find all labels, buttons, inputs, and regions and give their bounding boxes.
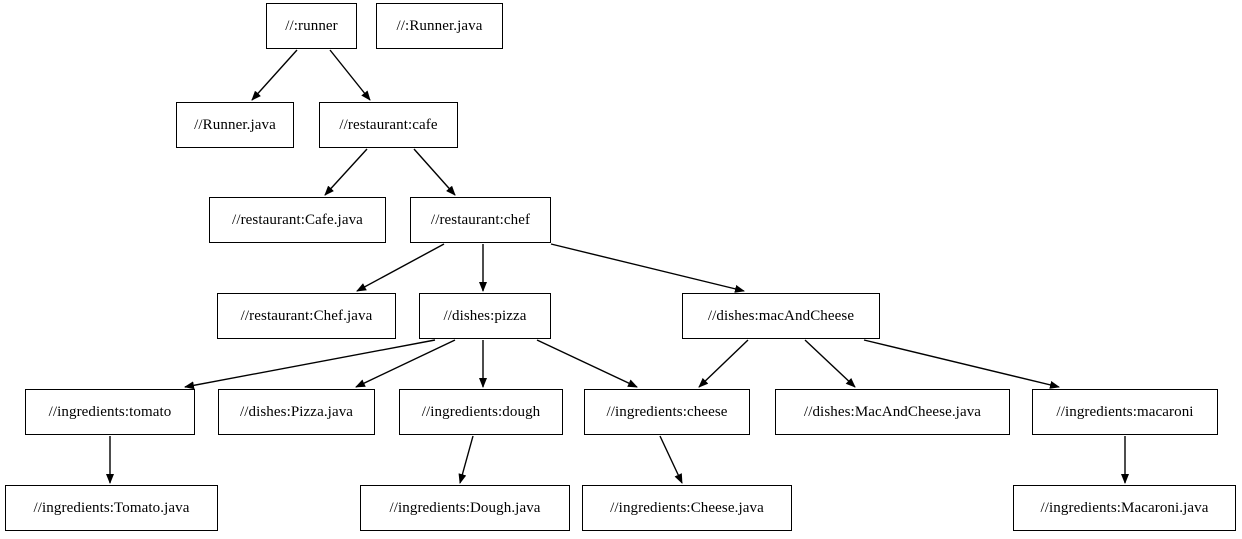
- graph-node-dishes_pizza_java[interactable]: //dishes:Pizza.java: [218, 389, 375, 435]
- graph-node-label: //ingredients:cheese: [606, 403, 728, 420]
- graph-node-ing_cheese[interactable]: //ingredients:cheese: [584, 389, 750, 435]
- graph-node-label: //restaurant:Cafe.java: [232, 211, 363, 228]
- graph-node-label: //ingredients:Tomato.java: [33, 499, 190, 516]
- graph-node-label: //dishes:MacAndCheese.java: [803, 403, 982, 420]
- graph-node-ing_tomato_java[interactable]: //ingredients:Tomato.java: [5, 485, 218, 531]
- graph-node-label: //dishes:pizza: [443, 307, 527, 324]
- graph-node-dishes_pizza[interactable]: //dishes:pizza: [419, 293, 551, 339]
- graph-node-restaurant_chef[interactable]: //restaurant:chef: [410, 197, 551, 243]
- graph-node-label: //dishes:Pizza.java: [239, 403, 354, 420]
- graph-node-runner[interactable]: //:runner: [266, 3, 357, 49]
- graph-node-ing_dough[interactable]: //ingredients:dough: [399, 389, 563, 435]
- graph-node-runner_java[interactable]: //Runner.java: [176, 102, 294, 148]
- graph-node-dishes_macandcheese[interactable]: //dishes:macAndCheese: [682, 293, 880, 339]
- graph-node-restaurant_cafe[interactable]: //restaurant:cafe: [319, 102, 458, 148]
- graph-node-root_runner_java[interactable]: //:Runner.java: [376, 3, 503, 49]
- graph-node-label: //ingredients:Cheese.java: [610, 499, 764, 516]
- graph-node-restaurant_chef_java[interactable]: //restaurant:Chef.java: [217, 293, 396, 339]
- graph-node-ing_tomato[interactable]: //ingredients:tomato: [25, 389, 195, 435]
- graph-node-ing_cheese_java[interactable]: //ingredients:Cheese.java: [582, 485, 792, 531]
- graph-node-label: //ingredients:tomato: [48, 403, 172, 420]
- graph-node-label: //dishes:macAndCheese: [707, 307, 855, 324]
- graph-node-ing_macaroni_java[interactable]: //ingredients:Macaroni.java: [1013, 485, 1236, 531]
- graph-node-label: //restaurant:Chef.java: [240, 307, 373, 324]
- graph-node-label: //ingredients:Dough.java: [389, 499, 541, 516]
- graph-node-restaurant_cafe_java[interactable]: //restaurant:Cafe.java: [209, 197, 386, 243]
- graph-node-label: //Runner.java: [194, 116, 276, 133]
- graph-node-ing_macaroni[interactable]: //ingredients:macaroni: [1032, 389, 1218, 435]
- graph-node-ing_dough_java[interactable]: //ingredients:Dough.java: [360, 485, 570, 531]
- graph-node-label: //:runner: [285, 17, 338, 34]
- graph-node-label: //ingredients:dough: [421, 403, 541, 420]
- graph-node-label: //:Runner.java: [396, 17, 483, 34]
- graph-node-label: //ingredients:macaroni: [1056, 403, 1194, 420]
- graph-node-label: //ingredients:Macaroni.java: [1040, 499, 1209, 516]
- graph-node-dishes_mac_java[interactable]: //dishes:MacAndCheese.java: [775, 389, 1010, 435]
- graph-node-label: //restaurant:cafe: [339, 116, 438, 133]
- graph-node-label: //restaurant:chef: [430, 211, 531, 228]
